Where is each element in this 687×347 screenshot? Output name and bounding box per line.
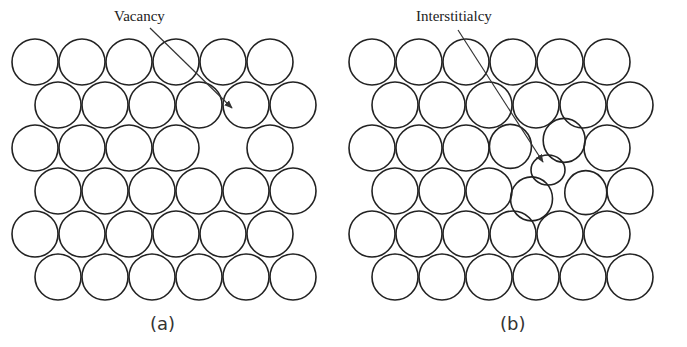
atom-circle [489,124,531,168]
atom-circle [537,211,583,257]
atom-circle [513,254,559,300]
atom-circle [419,254,465,300]
atom-circle [176,82,222,128]
atom-circle [59,125,105,171]
atom-circle [537,39,583,85]
atom-circle [59,211,105,257]
atom-circle [560,82,606,128]
atom-circle [490,211,536,257]
atom-circle [372,254,418,300]
atom-circle [247,39,293,85]
atom-circle [443,211,489,257]
defect-label: Interstitialcy [416,8,492,25]
atom-circle [247,125,293,171]
atom-circle [200,211,246,257]
atom-circle [35,168,81,214]
atom-circle [584,211,630,257]
atom-circle [443,39,489,85]
atom-circle [223,168,269,214]
atom-circle [82,168,128,214]
atom-lattice-b [349,39,653,300]
atom-circle [466,82,512,128]
atom-circle [153,39,199,85]
atom-circle [349,39,395,85]
atom-circle [270,168,316,214]
atom-circle [35,82,81,128]
atom-circle [607,254,653,300]
atom-circle [176,168,222,214]
atom-circle [466,168,512,214]
atom-circle [200,39,246,85]
atom-circle [531,155,565,185]
atom-circle [584,125,630,171]
atom-lattice-a [12,39,316,300]
atom-circle [270,254,316,300]
atom-circle [106,211,152,257]
atom-circle [396,39,442,85]
atom-circle [59,39,105,85]
atom-circle [372,82,418,128]
atom-circle [565,171,607,215]
atom-circle [153,125,199,171]
panel-label: (a) [150,314,175,334]
atom-circle [419,168,465,214]
atom-circle [419,82,465,128]
atom-circle [129,168,175,214]
atom-circle [513,82,559,128]
atom-circle [223,82,269,128]
atom-circle [129,82,175,128]
atom-circle [12,125,58,171]
atom-circle [247,211,293,257]
atom-circle [607,168,653,214]
leader-arrow [150,28,232,108]
panel-label: (b) [500,314,525,334]
atom-circle [35,254,81,300]
atom-circle [490,39,536,85]
atom-circle [466,254,512,300]
atom-circle [584,39,630,85]
atom-circle [12,211,58,257]
atom-circle [396,125,442,171]
atom-circle [511,177,553,221]
atom-circle [106,125,152,171]
atom-circle [82,82,128,128]
atom-circle [270,82,316,128]
atom-circle [372,168,418,214]
atom-circle [153,211,199,257]
atom-circle [349,211,395,257]
atom-circle [82,254,128,300]
atom-circle [106,39,152,85]
atom-circle [607,82,653,128]
defect-label: Vacancy [114,8,165,25]
atom-circle [223,254,269,300]
atom-circle [443,125,489,171]
atom-circle [560,254,606,300]
leader-arrow [458,30,543,162]
atom-circle [176,254,222,300]
atom-circle [396,211,442,257]
atom-circle [12,39,58,85]
atom-circle [129,254,175,300]
atom-circle [349,125,395,171]
